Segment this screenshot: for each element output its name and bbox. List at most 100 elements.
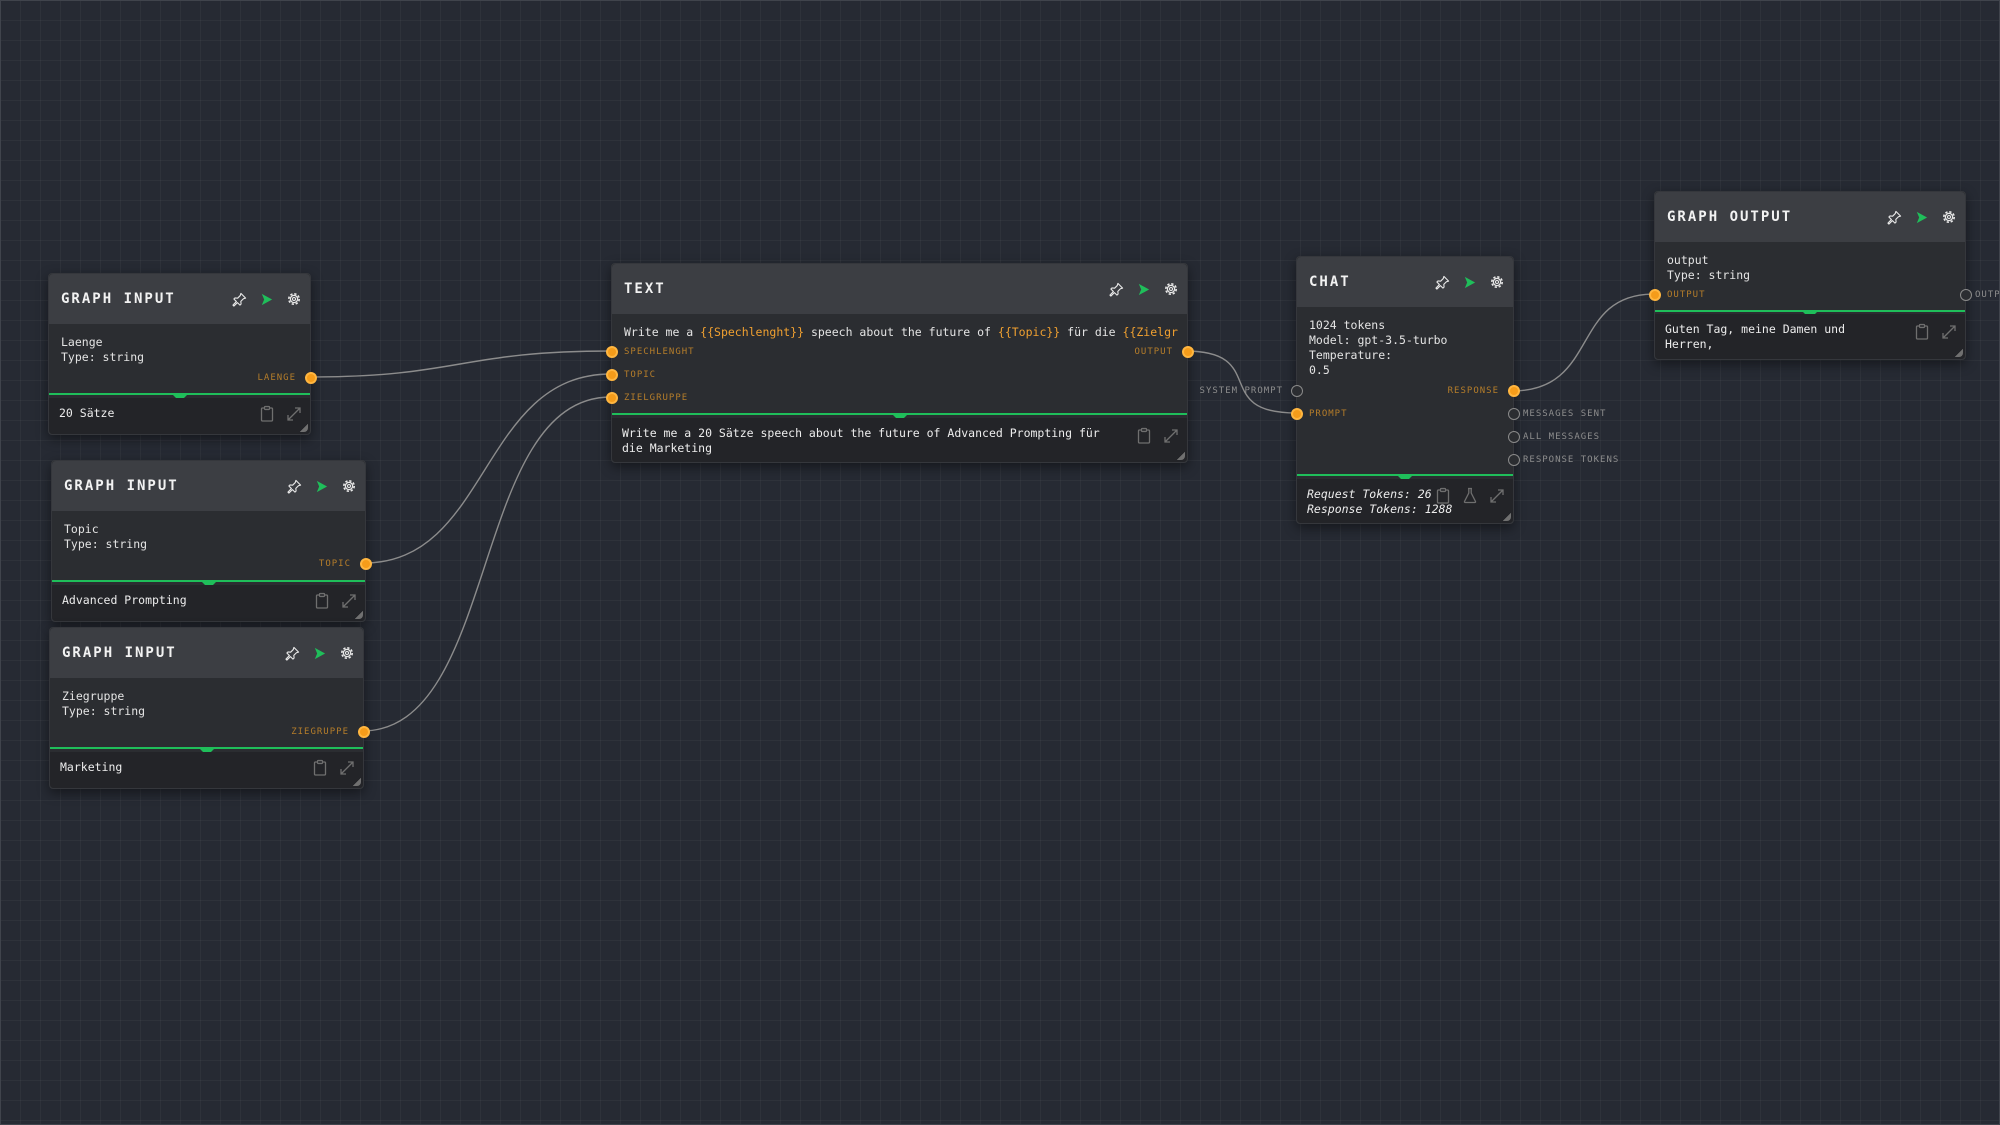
play-icon[interactable] <box>1913 209 1930 226</box>
temperature-value: 0.5 <box>1309 363 1330 377</box>
output-port-response[interactable] <box>1508 385 1520 397</box>
input-port-output[interactable] <box>1649 289 1661 301</box>
resize-handle[interactable] <box>355 611 363 619</box>
pin-icon[interactable] <box>1434 274 1451 291</box>
clipboard-icon[interactable] <box>1434 487 1451 504</box>
node-divider <box>1297 474 1513 476</box>
pin-icon[interactable] <box>1108 281 1125 298</box>
node-preview: Marketing <box>50 752 363 788</box>
clipboard-icon[interactable] <box>1135 427 1152 444</box>
output-port-topic[interactable] <box>360 558 372 570</box>
pin-icon[interactable] <box>286 478 303 495</box>
input-port-prompt[interactable] <box>1291 408 1303 420</box>
expand-icon[interactable] <box>1162 427 1179 444</box>
play-icon[interactable] <box>1461 274 1478 291</box>
node-divider <box>52 580 365 582</box>
output-port-response-tokens[interactable] <box>1508 454 1520 466</box>
gear-icon[interactable] <box>1488 274 1505 291</box>
gear-icon[interactable] <box>1940 209 1957 226</box>
play-icon[interactable] <box>311 645 328 662</box>
input-port-spechlenght[interactable] <box>606 346 618 358</box>
input-port-zielgruppe[interactable] <box>606 392 618 404</box>
pin-icon[interactable] <box>231 291 248 308</box>
node-header[interactable]: CHAT <box>1297 257 1513 307</box>
model-name: Model: gpt-3.5-turbo <box>1309 333 1448 347</box>
input-port-system-prompt[interactable] <box>1291 385 1303 397</box>
resize-handle[interactable] <box>353 778 361 786</box>
wire-topic-to-topic <box>363 373 612 564</box>
wire-zielgruppe-to-zielgruppe <box>361 396 612 732</box>
node-description: Laenge Type: string <box>49 324 310 365</box>
expand-icon[interactable] <box>340 592 357 609</box>
preview-value: Write me a 20 Sätze speech about the fut… <box>622 426 1100 455</box>
preview-value: 20 Sätze <box>59 406 115 420</box>
node-header[interactable]: TEXT <box>612 264 1187 314</box>
gear-icon[interactable] <box>1162 281 1179 298</box>
input-name: Laenge <box>61 335 103 349</box>
clipboard-icon[interactable] <box>258 405 275 422</box>
template-variable: {{Spechlenght}} <box>700 325 805 339</box>
flask-icon[interactable] <box>1461 487 1478 504</box>
input-port-topic[interactable] <box>606 369 618 381</box>
clipboard-icon[interactable] <box>313 592 330 609</box>
node-header[interactable]: GRAPH OUTPUT <box>1655 192 1965 242</box>
template-text: Write me a <box>624 325 701 339</box>
node-divider <box>1655 310 1965 312</box>
graph-input-node-topic[interactable]: GRAPH INPUT Topic Type: string TOPIC Adv… <box>51 460 372 622</box>
expand-icon[interactable] <box>285 405 302 422</box>
pin-icon[interactable] <box>1886 209 1903 226</box>
resize-handle[interactable] <box>1503 513 1511 521</box>
resize-handle[interactable] <box>300 424 308 432</box>
play-icon[interactable] <box>1135 281 1152 298</box>
template-text: speech about the future of <box>804 325 998 339</box>
port-label-output: OUTPUT <box>1134 347 1173 357</box>
output-port-text[interactable] <box>1182 346 1194 358</box>
graph-input-node-laenge[interactable]: GRAPH INPUT Laenge Type: string LAENGE 2… <box>48 273 317 435</box>
port-label-response: RESPONSE <box>1447 386 1499 396</box>
expand-icon[interactable] <box>338 759 355 776</box>
gear-icon[interactable] <box>338 645 355 662</box>
gear-icon[interactable] <box>340 478 357 495</box>
node-header[interactable]: GRAPH INPUT <box>49 274 310 324</box>
pin-icon[interactable] <box>284 645 301 662</box>
graph-output-node[interactable]: GRAPH OUTPUT output Type: string OUTPUT … <box>1649 191 2000 360</box>
output-port-messages-sent[interactable] <box>1508 408 1520 420</box>
node-divider <box>612 413 1187 415</box>
temperature-label: Temperature: <box>1309 348 1393 362</box>
port-label-outp: OUTP <box>1975 290 2000 300</box>
play-icon[interactable] <box>258 291 275 308</box>
resize-handle[interactable] <box>1955 349 1963 357</box>
output-port-all-messages[interactable] <box>1508 431 1520 443</box>
node-header[interactable]: GRAPH INPUT <box>52 461 365 511</box>
resize-handle[interactable] <box>1177 452 1185 460</box>
node-preview: Write me a 20 Sätze speech about the fut… <box>612 418 1187 462</box>
chat-node[interactable]: CHAT 1024 tokens Model: gpt-3.5-turbo Te… <box>1200 256 1618 524</box>
play-icon[interactable] <box>313 478 330 495</box>
port-label-laenge: LAENGE <box>257 373 296 383</box>
node-preview: Guten Tag, meine Damen und Herren, <box>1655 314 1965 359</box>
node-title: GRAPH INPUT <box>62 645 177 661</box>
node-title: GRAPH INPUT <box>61 291 176 307</box>
wire-text-output-to-prompt <box>1184 350 1297 414</box>
template-variable: {{Zielgr <box>1122 325 1178 339</box>
output-port-ziegruppe[interactable] <box>358 726 370 738</box>
port-label-response-tokens: RESPONSE TOKENS <box>1523 455 1620 465</box>
port-label-system-prompt: SYSTEM PROMPT <box>1199 386 1283 396</box>
text-node[interactable]: TEXT Write me a {{Spechlenght}} speech a… <box>606 263 1194 463</box>
graph-input-node-zielgruppe[interactable]: GRAPH INPUT Ziegruppe Type: string ZIEGR… <box>49 627 370 789</box>
expand-icon[interactable] <box>1940 323 1957 340</box>
gear-icon[interactable] <box>285 291 302 308</box>
node-header[interactable]: GRAPH INPUT <box>50 628 363 678</box>
text-template[interactable]: Write me a {{Spechlenght}} speech about … <box>612 314 1187 340</box>
expand-icon[interactable] <box>1488 487 1505 504</box>
output-port-outp[interactable] <box>1960 289 1972 301</box>
output-port-laenge[interactable] <box>305 372 317 384</box>
output-type: Type: string <box>1667 268 1751 282</box>
clipboard-icon[interactable] <box>311 759 328 776</box>
template-variable: {{Topic}} <box>997 325 1061 339</box>
wire-response-to-graph-output <box>1511 293 1655 392</box>
node-title: GRAPH INPUT <box>64 478 179 494</box>
clipboard-icon[interactable] <box>1913 323 1930 340</box>
port-label-ziegruppe: ZIEGRUPPE <box>291 727 349 737</box>
